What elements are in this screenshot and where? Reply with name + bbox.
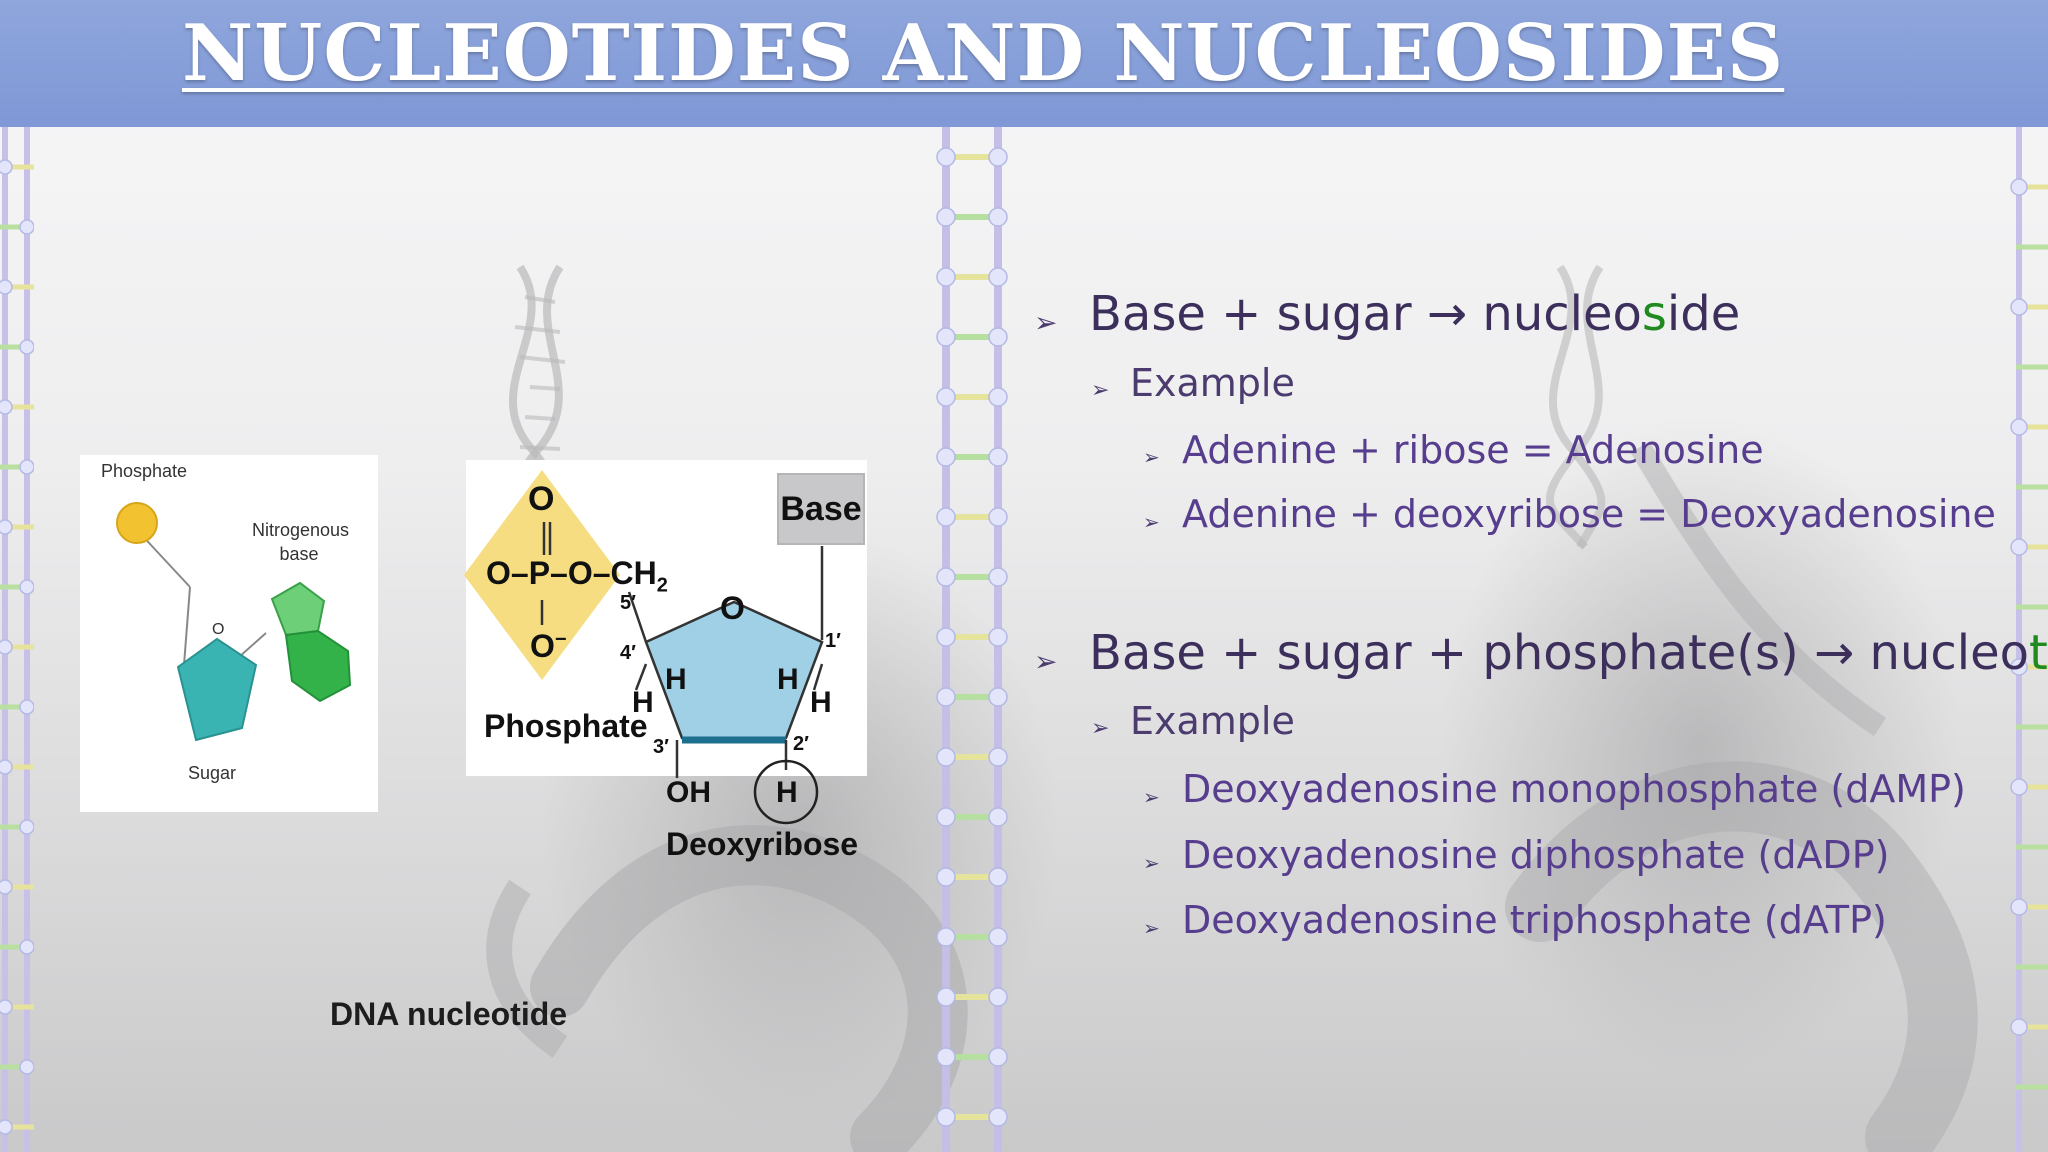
nucleotide-example-3: Deoxyadenosine triphosphate (dATP) [1182,898,1887,942]
carbon-4-label: 4′ [620,642,636,664]
ring-oxygen-label: O [212,621,225,638]
bullet-marker: ➢ [1143,916,1160,940]
nucleotide-schematic-shapes [116,502,352,742]
phosphate-oxygen-top: O [528,480,555,518]
deoxyribose-ring [644,600,824,740]
base-ring-large [284,629,352,703]
carbon-5-label: 5′ [620,592,636,614]
nucleotide-definition: Base + sugar + phosphate(s) → nucleotide [1089,625,2048,681]
nucleoside-example-label: Example [1130,361,1295,405]
h-ring-left: H [665,663,687,696]
bullet-marker: ➢ [1143,851,1160,875]
phosphate-group-label: Phosphate [484,708,648,744]
h-1prime: H [810,686,832,719]
h-2prime-circle [753,759,819,825]
base-box: Base [777,473,865,545]
carbon-1-label: 1′ [825,630,841,652]
carbon-2-label: 2′ [793,733,809,755]
sugar-pentagon [176,637,258,742]
h-4prime: H [632,686,654,719]
nitrogenous-base-label: Nitrogenous base [252,520,350,564]
nucleotide-example-2: Deoxyadenosine diphosphate (dADP) [1182,833,1890,877]
left-dna-ladder [0,127,34,1152]
bullet-marker: ➢ [1143,445,1160,469]
h-2prime: H [776,776,798,809]
figure-caption: DNA nucleotide [330,996,568,1032]
deoxyribose-label: Deoxyribose [666,826,859,862]
sugar-label: Sugar [188,763,237,783]
phosphate-oxygen-bottom: O− [530,628,567,664]
nucleoside-example-2: Adenine + deoxyribose = Deoxyadenosine [1182,492,1996,536]
phosphate-sphere [116,502,158,544]
bullet-marker: ➢ [1034,306,1058,339]
bullet-marker: ➢ [1034,645,1058,678]
center-dna-ladder [936,127,1008,1152]
oh-3prime: OH [666,776,711,809]
h-ring-right: H [777,663,799,696]
nucleotide-example-1: Deoxyadenosine monophosphate (dAMP) [1182,767,1966,811]
nucleoside-example-1: Adenine + ribose = Adenosine [1182,428,1764,472]
phosphate-diamond [464,470,620,680]
right-dna-ladder [2010,127,2048,1152]
phosphate-label: Phosphate [101,461,188,481]
bullet-marker: ➢ [1143,785,1160,809]
phosphate-formula: O–P–O–CH2 [486,555,668,597]
title-bar: NUCLEOTIDES AND NUCLEOSIDES [0,0,2048,127]
slide-title: NUCLEOTIDES AND NUCLEOSIDES [182,8,1785,99]
bullet-marker: ➢ [1143,510,1160,534]
background-dna-art [486,264,1978,1152]
nucleotide-example-label: Example [1130,699,1295,743]
base-ring-small [270,581,326,637]
carbon-3-label: 3′ [653,736,669,758]
nucleoside-definition: Base + sugar → nucleoside [1089,286,1741,342]
bullet-marker: ➢ [1091,378,1110,403]
ring-oxygen: O [720,590,745,626]
bullet-marker: ➢ [1091,716,1110,741]
